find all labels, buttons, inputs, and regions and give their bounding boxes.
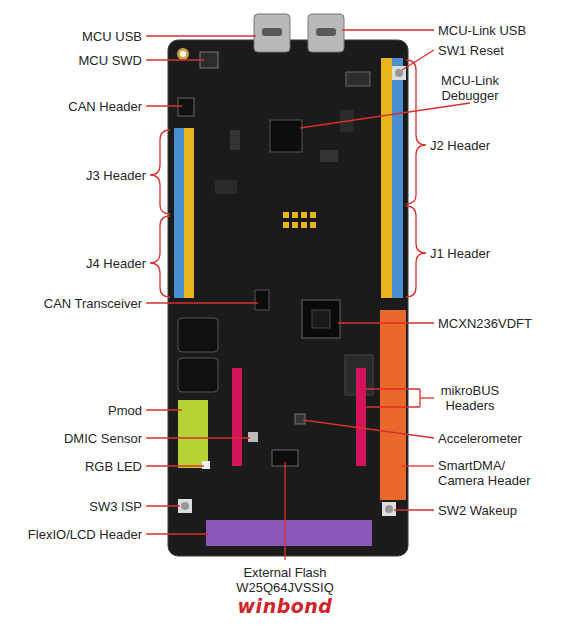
can-header: [178, 98, 194, 116]
mounting-hole: [180, 51, 186, 57]
dmic-sensor: [248, 432, 258, 442]
board-detail: [146, 105, 182, 106]
board-detail: [406, 206, 426, 297]
callout-label: J3 Header: [16, 168, 146, 183]
callout-label: SmartDMA/ Camera Header: [438, 458, 548, 488]
callout-label: External Flash W25Q64JVSSIQ: [225, 565, 345, 595]
callout-label: RGB LED: [12, 459, 142, 474]
rgb-led: [202, 461, 210, 469]
callout-label: CAN Transceiver: [2, 296, 142, 311]
pmod-header: [178, 400, 208, 468]
board-detail: [146, 59, 204, 60]
board-detail: [146, 465, 204, 466]
callout-label: FlexIO/LCD Header: [2, 527, 142, 542]
board-detail: [338, 322, 434, 323]
mounting-hole: [177, 48, 189, 60]
mikrobus-header: [356, 368, 366, 466]
accelerometer-chip: [295, 414, 305, 424]
pin-header-blue: [174, 128, 184, 298]
button-cap: [395, 69, 403, 77]
component: [215, 180, 237, 194]
flexio-header: [206, 520, 372, 546]
component: [320, 150, 338, 162]
callout-label: Pmod: [12, 403, 142, 418]
callout-label: MCU USB: [12, 29, 142, 44]
camera-header: [380, 310, 406, 500]
callout-label: MCU-Link Debugger: [430, 73, 510, 103]
callout-label: Accelerometer: [438, 431, 578, 446]
callout-label: SW3 ISP: [12, 499, 142, 514]
button-cap: [181, 502, 189, 510]
callout-label: J2 Header: [430, 138, 570, 153]
callout-label: DMIC Sensor: [12, 431, 142, 446]
can-transceiver-chip: [255, 290, 269, 310]
board-detail: [146, 533, 208, 534]
board-detail: [292, 212, 298, 218]
callout-label: J1 Header: [430, 246, 570, 261]
brand-logo: winbond: [225, 595, 345, 617]
callout-label: J4 Header: [16, 256, 146, 271]
board-detail: [402, 465, 434, 466]
callout-label: CAN Header: [12, 99, 142, 114]
board-detail: [146, 505, 180, 506]
button-cap: [385, 505, 393, 513]
jumper: [346, 72, 370, 86]
usb-connector: [254, 14, 290, 52]
board-detail: [283, 222, 289, 228]
callout-label: SW1 Reset: [438, 43, 578, 58]
board-detail: [420, 397, 434, 398]
mikrobus-header: [232, 368, 242, 466]
microphone-pad: [178, 318, 218, 352]
microphone-pad: [178, 358, 218, 392]
board-detail: [283, 212, 289, 218]
usb-port: [262, 28, 282, 36]
usb-connector: [308, 14, 344, 52]
board-detail: [310, 212, 316, 218]
board-detail: [150, 216, 170, 297]
callout-label: mikroBUS Headers: [435, 383, 505, 413]
mcu-chip: [302, 300, 340, 338]
board-detail: [146, 437, 250, 438]
wakeup-button: [382, 502, 396, 516]
board-detail: [406, 60, 426, 204]
pin-header-blue: [392, 58, 403, 298]
component: [230, 130, 240, 150]
debugger-chip: [270, 120, 302, 152]
pin-header-yellow: [184, 128, 194, 298]
board-detail: [146, 302, 258, 303]
callout-label: MCU SWD: [12, 53, 142, 68]
pin-header-yellow: [381, 58, 392, 298]
board-detail: [301, 222, 307, 228]
board-detail: [150, 130, 170, 214]
board-detail: [366, 388, 420, 389]
leader-lines: [146, 30, 470, 560]
callout-label: SW2 Wakeup: [438, 503, 578, 518]
board-detail: [310, 222, 316, 228]
mcu-logo: [312, 310, 330, 328]
gold-pads: [283, 212, 316, 228]
board-detail: [342, 29, 434, 30]
board-detail: [303, 420, 434, 438]
board-detail: [284, 462, 285, 560]
board-detail: [146, 35, 256, 36]
callout-label: MCXN236VDFT: [438, 316, 578, 331]
board-detail: [301, 212, 307, 218]
board-detail: [366, 406, 420, 407]
usb-port: [316, 28, 336, 36]
board-detail: [394, 509, 434, 510]
board-detail: [292, 222, 298, 228]
callout-label: MCU-Link USB: [438, 23, 578, 38]
board-detail: [146, 409, 182, 410]
board-detail: [300, 103, 470, 128]
isp-button: [178, 499, 192, 513]
